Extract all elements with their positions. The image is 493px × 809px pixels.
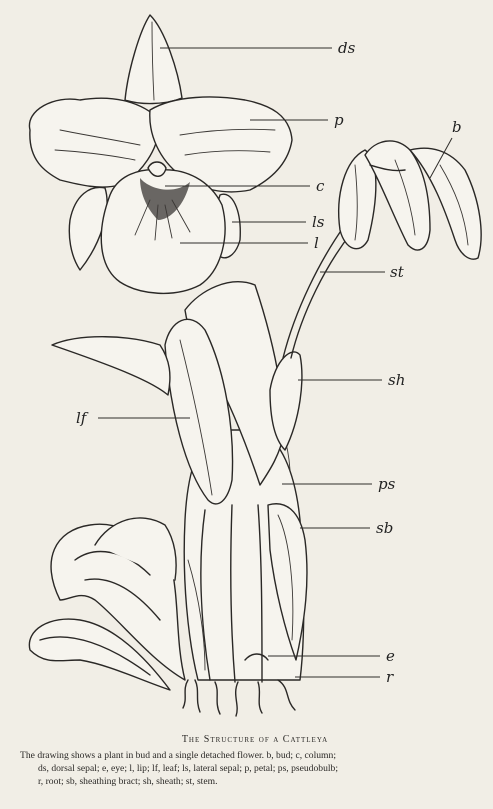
- flower: [29, 15, 292, 293]
- label-c: c: [316, 177, 325, 195]
- label-ls: ls: [312, 213, 325, 231]
- label-ps: ps: [378, 475, 396, 493]
- label-lf: lf: [76, 409, 89, 427]
- label-b: b: [452, 118, 462, 136]
- caption-line-2: ds, dorsal sepal; e, eye; l, lip; lf, le…: [20, 762, 490, 775]
- label-p: p: [334, 111, 344, 129]
- caption-line-1: The drawing shows a plant in bud and a s…: [20, 749, 490, 762]
- lower-leaves: [29, 518, 185, 690]
- label-l: l: [314, 234, 319, 252]
- label-e: e: [386, 647, 395, 665]
- label-sb: sb: [376, 519, 393, 537]
- label-sh: sh: [388, 371, 405, 389]
- label-r: r: [386, 668, 394, 686]
- caption-line-3: r, root; sb, sheathing bract; sh, sheath…: [20, 775, 490, 788]
- buds: [339, 141, 481, 259]
- caption-title: The Structure of a Cattleya: [20, 734, 490, 745]
- caption-body: The drawing shows a plant in bud and a s…: [20, 749, 490, 788]
- label-st: st: [390, 263, 405, 281]
- label-ds: ds: [338, 39, 356, 57]
- figure-caption: The Structure of a Cattleya The drawing …: [20, 734, 490, 788]
